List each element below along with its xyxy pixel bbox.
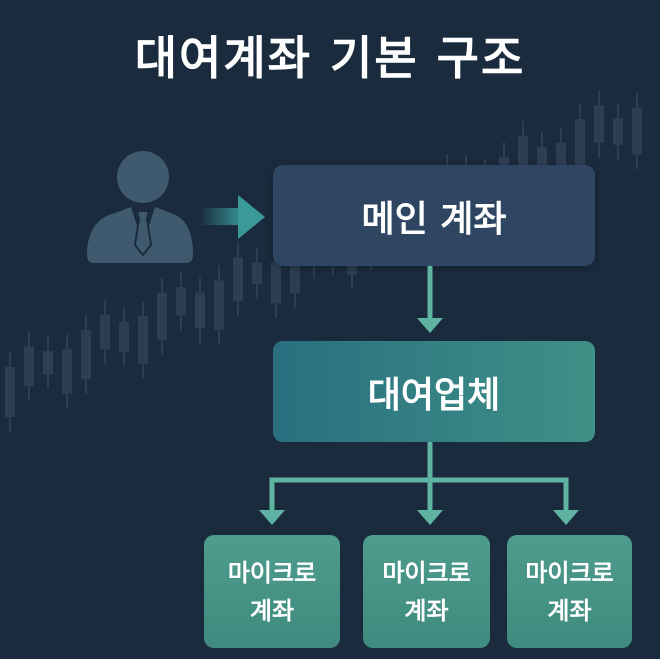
micro-account-label: 계좌 — [547, 596, 592, 625]
candle-body — [100, 314, 110, 350]
candle-body — [24, 346, 34, 387]
main-account-box: 메인 계좌 — [273, 165, 595, 266]
candle-body — [271, 262, 281, 304]
candle-body — [43, 351, 53, 375]
candle-body — [556, 142, 566, 186]
candle-body — [157, 292, 167, 340]
candle-body — [138, 316, 148, 364]
micro-account-label: 마이크로 — [227, 558, 317, 587]
candle-body — [81, 329, 91, 380]
page-title: 대여계좌 기본 구조 — [134, 31, 526, 85]
candle-body — [5, 367, 15, 417]
candle-body — [214, 280, 224, 331]
micro-account-label: 계좌 — [249, 596, 295, 625]
candle-body — [518, 135, 528, 179]
candle-body — [62, 349, 72, 394]
candle-body — [252, 262, 262, 285]
candle-body — [119, 321, 129, 352]
candle-body — [195, 292, 205, 329]
candle-body — [537, 147, 547, 168]
candle-body — [632, 107, 642, 155]
micro-account-label: 마이크로 — [525, 558, 614, 587]
lender-box: 대여업체 — [273, 341, 595, 442]
candle-body — [613, 117, 623, 145]
candle-body — [594, 105, 604, 143]
micro-account-label: 계좌 — [404, 596, 449, 625]
candle-body — [575, 119, 585, 169]
micro-account-label: 마이크로 — [382, 558, 471, 587]
candle-body — [233, 257, 243, 301]
candle-body — [176, 287, 186, 316]
user-icon — [87, 151, 265, 263]
candle-body — [290, 243, 300, 294]
